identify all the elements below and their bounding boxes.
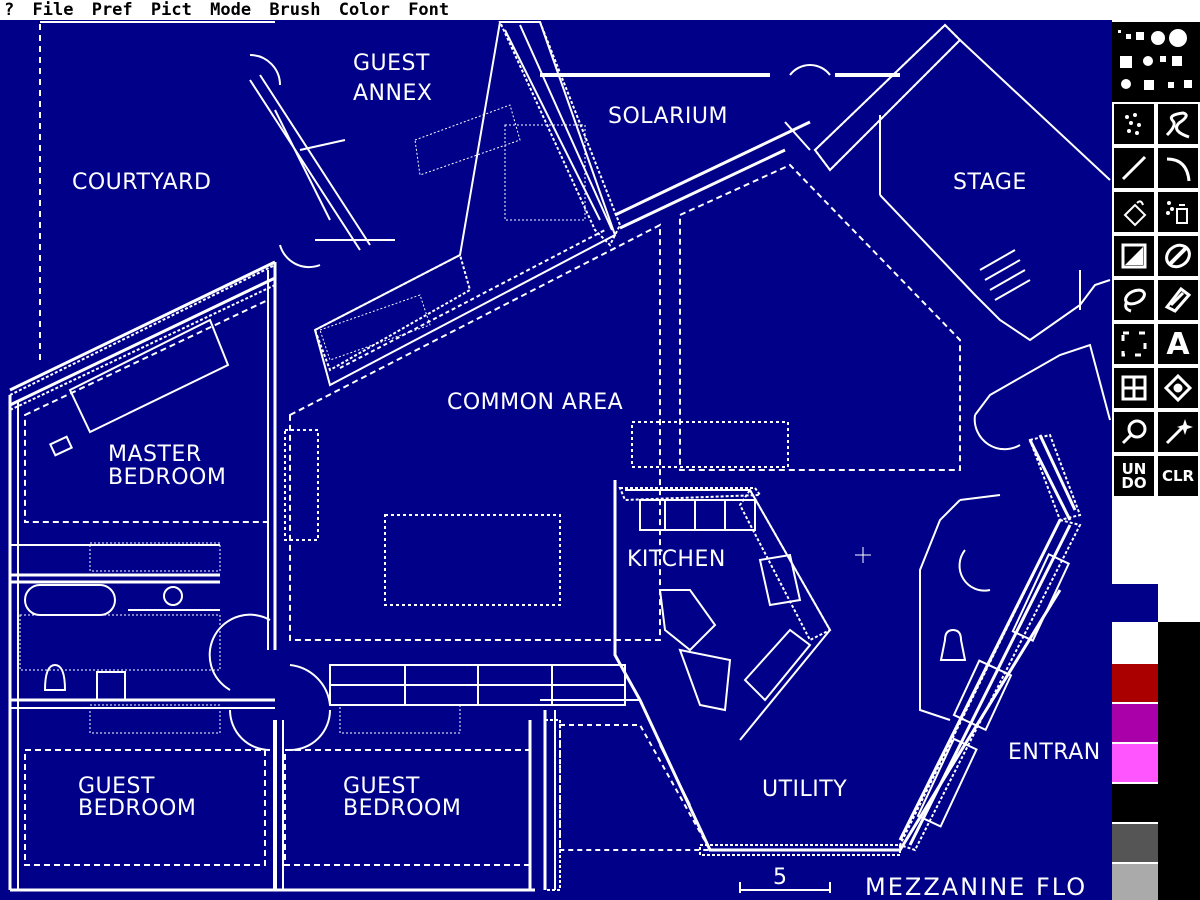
magnify-icon[interactable] [1114, 412, 1154, 452]
fill-icon[interactable] [1114, 192, 1154, 232]
clear-button[interactable]: CLR [1158, 456, 1198, 496]
room-labels: GUEST ANNEX SOLARIUM COURTYARD STAGE COM… [72, 51, 1101, 900]
freehand-icon[interactable] [1158, 104, 1198, 144]
label-guest2-2: BEDROOM [343, 796, 461, 821]
label-kitchen: KITCHEN [627, 547, 726, 572]
floor-label: MEZZANINE FLO [865, 873, 1087, 900]
label-courtyard: COURTYARD [72, 170, 211, 195]
menu-color[interactable]: Color [338, 0, 390, 20]
magic-icon[interactable] [1158, 412, 1198, 452]
ellipse-icon[interactable] [1158, 236, 1198, 276]
label-common-area: COMMON AREA [447, 390, 623, 415]
label-master-1: MASTER [108, 442, 202, 467]
line-icon[interactable] [1114, 148, 1154, 188]
menu-mode[interactable]: Mode [210, 0, 252, 20]
label-master-2: BEDROOM [108, 465, 226, 490]
lasso-icon[interactable] [1114, 280, 1154, 320]
menu-help[interactable]: ? [4, 0, 15, 20]
polygon-icon[interactable] [1158, 280, 1198, 320]
palette-color-white[interactable] [1112, 624, 1158, 662]
brick-walls [9, 21, 1082, 891]
label-guest-annex-1: GUEST [353, 51, 430, 76]
symmetry-icon[interactable] [1158, 368, 1198, 408]
label-guest-annex-2: ANNEX [353, 81, 432, 106]
menu-pref[interactable]: Pref [91, 0, 133, 20]
label-guest2-1: GUEST [343, 774, 420, 799]
spray-can-icon[interactable] [1158, 192, 1198, 232]
palette-color-black[interactable] [1112, 784, 1158, 822]
text-icon[interactable]: A [1158, 324, 1198, 364]
undo-button[interactable]: UN DO [1114, 456, 1154, 496]
menu-pict[interactable]: Pict [150, 0, 192, 20]
scale-label: 5 [773, 865, 788, 890]
grid-icon[interactable] [1114, 368, 1154, 408]
stairs [19, 104, 586, 734]
label-utility: UTILITY [762, 777, 847, 802]
menu-bar: ? File Pref Pict Mode Brush Color Font [0, 0, 1200, 20]
label-solarium: SOLARIUM [608, 104, 728, 129]
current-color-indicator [1158, 584, 1200, 622]
spray-icon[interactable] [1114, 104, 1154, 144]
selection-icon[interactable] [1114, 324, 1154, 364]
current-bg-indicator [1158, 622, 1200, 900]
brush-shapes-icon[interactable] [1112, 22, 1200, 102]
label-stage: STAGE [953, 170, 1027, 195]
wall-lines [8, 21, 1111, 893]
label-guest1-2: BEDROOM [78, 796, 196, 821]
toolbox: A UN DO CLR [1112, 20, 1200, 900]
rectangle-icon[interactable] [1114, 236, 1154, 276]
menu-font[interactable]: Font [408, 0, 450, 20]
drawing-canvas[interactable]: GUEST ANNEX SOLARIUM COURTYARD STAGE COM… [0, 20, 1112, 900]
palette-color-darkgray[interactable] [1112, 824, 1158, 862]
arc-icon[interactable] [1158, 148, 1198, 188]
label-guest1-1: GUEST [78, 774, 155, 799]
label-entrance: ENTRAN [1008, 740, 1101, 765]
palette-color-lightgray[interactable] [1112, 864, 1158, 900]
palette-color-pink[interactable] [1112, 744, 1158, 782]
menu-file[interactable]: File [32, 0, 74, 20]
palette-color-navy[interactable] [1112, 584, 1158, 622]
floor-plan-drawing: GUEST ANNEX SOLARIUM COURTYARD STAGE COM… [8, 21, 1111, 900]
palette-color-purple[interactable] [1112, 704, 1158, 742]
menu-brush[interactable]: Brush [269, 0, 321, 20]
palette-color-red[interactable] [1112, 664, 1158, 702]
